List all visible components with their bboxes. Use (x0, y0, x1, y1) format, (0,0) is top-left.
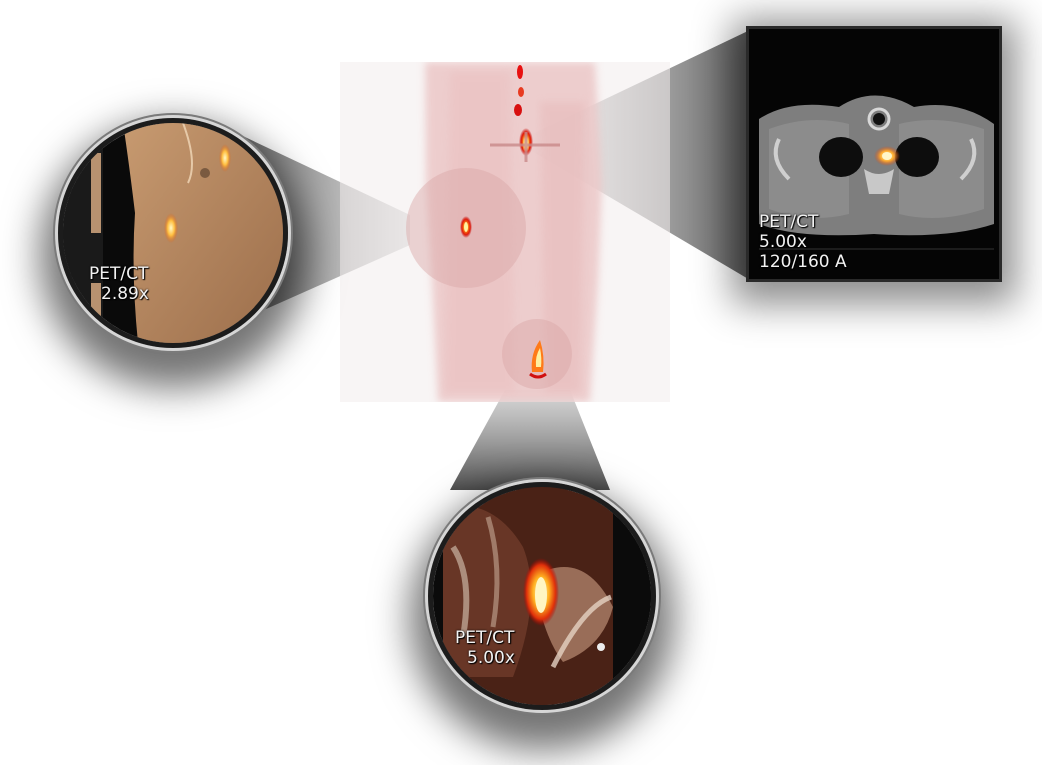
bottom-magnifier[interactable]: PET/CT 5.00x (428, 482, 656, 710)
bottom-magnifier-image (433, 487, 651, 705)
axial-inset-window: 120/160 A (759, 252, 847, 272)
left-magnifier-image (63, 123, 283, 343)
axial-inset-modality: PET/CT (759, 212, 819, 232)
bottom-magnifier-zoom: 5.00x (467, 648, 515, 668)
bottom-connector (450, 390, 610, 490)
axial-inset[interactable]: PET/CT 5.00x 120/160 A (746, 26, 1002, 282)
crosshair-icon (490, 132, 560, 162)
coronal-mip-image (340, 62, 670, 402)
left-magnifier-zoom: 2.89x (101, 284, 149, 304)
axial-ct-image (749, 29, 999, 279)
axial-inset-zoom: 5.00x (759, 232, 807, 252)
main-coronal-view[interactable] (340, 62, 670, 402)
bottom-magnifier-modality: PET/CT (455, 628, 515, 648)
left-magnifier-modality: PET/CT (89, 264, 149, 284)
left-magnifier[interactable]: PET/CT 2.89x (58, 118, 288, 348)
